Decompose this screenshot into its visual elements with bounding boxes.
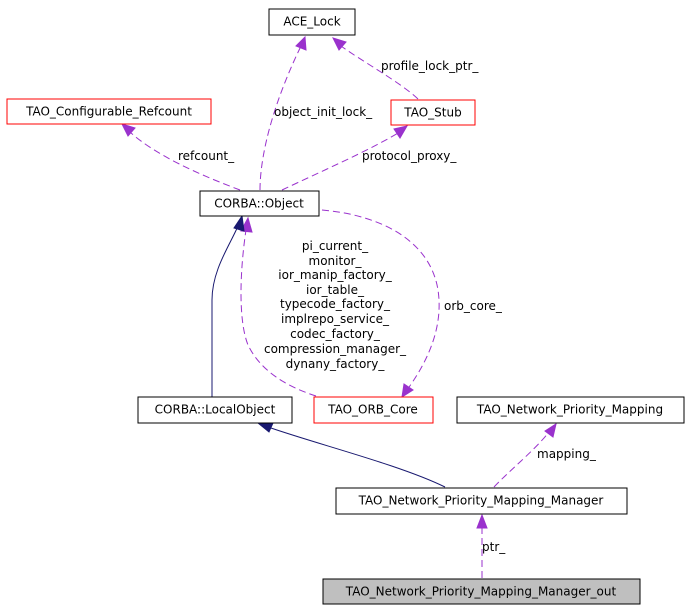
orb-core-member-label: compression_manager_ bbox=[264, 342, 407, 356]
edge-label-protocol-proxy: protocol_proxy_ bbox=[362, 149, 457, 163]
orb-core-member-label: implrepo_service_ bbox=[281, 312, 390, 326]
edge-localobject-inherits-object bbox=[211, 214, 245, 398]
class-node-corba-object[interactable]: CORBA::Object bbox=[199, 190, 320, 217]
node-label: TAO_Stub bbox=[403, 106, 461, 120]
node-label: CORBA::LocalObject bbox=[155, 403, 276, 417]
node-label: TAO_Configurable_Refcount bbox=[25, 105, 192, 119]
orb-core-member-label: monitor_ bbox=[309, 254, 363, 268]
edge-mapping: mapping_ bbox=[493, 422, 597, 488]
node-label: ACE_Lock bbox=[283, 15, 340, 29]
edge-label-profile-lock-ptr: profile_lock_ptr_ bbox=[381, 59, 479, 73]
orb-core-member-label: pi_current_ bbox=[302, 239, 369, 253]
orb-core-member-label: codec_factory_ bbox=[290, 327, 381, 341]
edge-object-init-lock: object_init_lock_ bbox=[259, 35, 373, 191]
edge-orb-core: orb_core_ bbox=[321, 209, 503, 399]
edge-protocol-proxy: protocol_proxy_ bbox=[281, 125, 457, 191]
class-node-tao-network-priority-mapping[interactable]: TAO_Network_Priority_Mapping bbox=[456, 396, 685, 424]
class-node-tao-network-priority-mapping-manager-out[interactable]: TAO_Network_Priority_Mapping_Manager_out bbox=[322, 578, 641, 605]
edge-ptr: ptr_ bbox=[476, 513, 506, 578]
class-node-corba-localobject[interactable]: CORBA::LocalObject bbox=[137, 396, 293, 424]
node-label: CORBA::Object bbox=[214, 197, 304, 211]
class-node-tao-stub[interactable]: TAO_Stub bbox=[390, 99, 476, 126]
edge-label-ptr: ptr_ bbox=[482, 540, 506, 554]
class-node-tao-network-priority-mapping-manager[interactable]: TAO_Network_Priority_Mapping_Manager bbox=[335, 487, 628, 515]
orb-core-member-label: typecode_factory_ bbox=[280, 297, 391, 311]
class-node-tao-orb-core[interactable]: TAO_ORB_Core bbox=[313, 396, 434, 424]
edge-label-object-init-lock: object_init_lock_ bbox=[274, 105, 373, 119]
edge-profile-lock-ptr: profile_lock_ptr_ bbox=[332, 37, 479, 100]
orb-core-member-label: ior_table_ bbox=[306, 283, 365, 297]
edge-orb-core-members: pi_current_ monitor_ ior_manip_factory_ … bbox=[240, 216, 407, 397]
node-label: TAO_Network_Priority_Mapping bbox=[476, 403, 663, 417]
node-label: TAO_ORB_Core bbox=[327, 403, 418, 417]
edge-label-refcount: refcount_ bbox=[178, 149, 235, 163]
edge-label-orb-core: orb_core_ bbox=[444, 299, 503, 313]
class-node-ace-lock[interactable]: ACE_Lock bbox=[268, 8, 356, 36]
orb-core-member-label: dynany_factory_ bbox=[286, 357, 386, 371]
node-label: TAO_Network_Priority_Mapping_Manager bbox=[358, 494, 604, 508]
node-label: TAO_Network_Priority_Mapping_Manager_out bbox=[345, 585, 617, 599]
edge-manager-inherits-localobject bbox=[256, 422, 446, 488]
orb-core-member-label: ior_manip_factory_ bbox=[278, 268, 392, 282]
edge-refcount: refcount_ bbox=[121, 123, 241, 191]
edge-label-mapping: mapping_ bbox=[537, 447, 597, 461]
class-node-tao-configurable-refcount[interactable]: TAO_Configurable_Refcount bbox=[6, 98, 212, 125]
